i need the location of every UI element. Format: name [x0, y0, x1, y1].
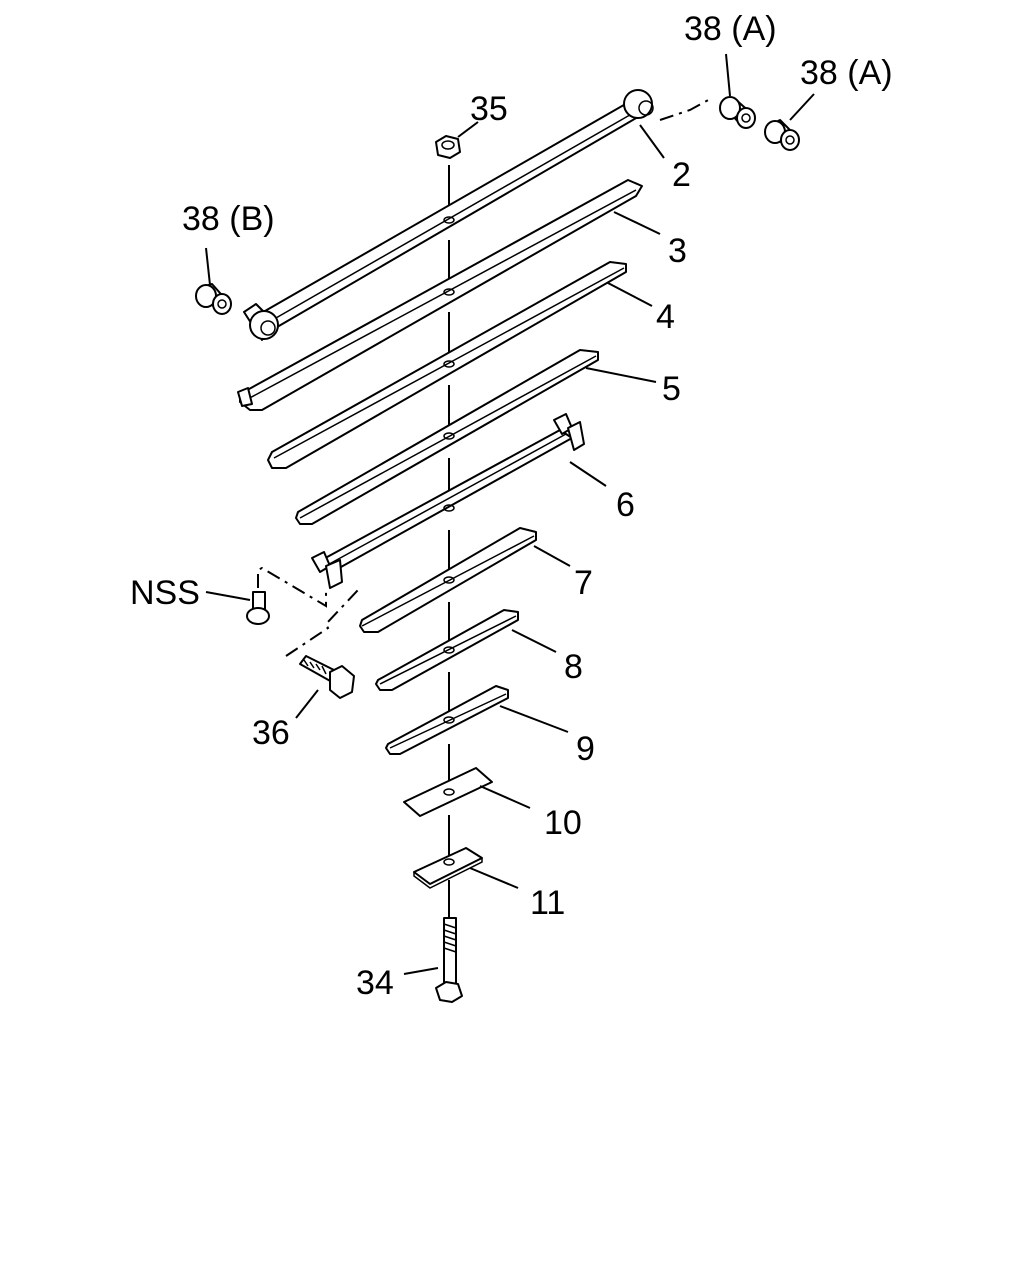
plate-10: [403, 767, 531, 817]
leaf-5: [295, 349, 657, 525]
label-34: 34: [356, 964, 394, 1002]
label-5: 5: [662, 370, 681, 408]
label-7: 7: [574, 564, 593, 602]
leaf-3: [237, 179, 661, 411]
label-38a-1: 38 (A): [684, 10, 777, 48]
bolt-36: [285, 589, 359, 719]
plate-11: [413, 847, 519, 889]
label-36: 36: [252, 714, 290, 752]
label-35: 35: [470, 90, 508, 128]
label-11: 11: [530, 884, 565, 922]
leaf-6: [311, 413, 607, 589]
label-nss: NSS: [130, 574, 200, 612]
bushing-38b: [195, 247, 232, 315]
bushing-38a-2: [764, 93, 815, 151]
leaf-8: [375, 609, 557, 691]
label-38a-2: 38 (A): [800, 54, 893, 92]
label-38b: 38 (B): [182, 200, 275, 238]
leaf-4: [267, 261, 653, 469]
rivet-nss: [205, 566, 327, 625]
bushing-38a-1: [719, 53, 756, 129]
leaf-9: [385, 685, 569, 755]
label-3: 3: [668, 232, 687, 270]
main-leaf-2: [243, 89, 665, 341]
center-bolt-34: [403, 917, 463, 1003]
label-10: 10: [544, 804, 582, 842]
label-9: 9: [576, 730, 595, 768]
label-6: 6: [616, 486, 635, 524]
label-4: 4: [656, 298, 675, 336]
label-8: 8: [564, 648, 583, 686]
leaf-7: [359, 527, 571, 633]
nut-35: [435, 121, 479, 159]
label-2: 2: [672, 156, 691, 194]
bushing-link-dash: [659, 97, 713, 121]
